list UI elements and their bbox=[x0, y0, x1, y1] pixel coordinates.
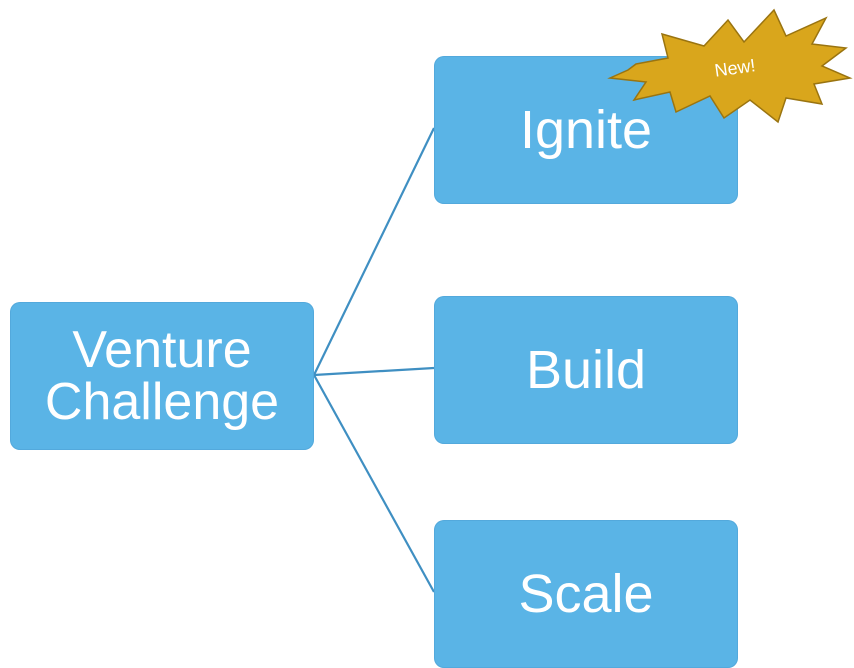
build-label: Build bbox=[525, 340, 647, 400]
venture-challenge-node: Venture Challenge bbox=[10, 302, 314, 450]
connector-ignite bbox=[313, 127, 435, 376]
build-node: Build bbox=[434, 296, 738, 444]
ignite-node: Ignite bbox=[434, 56, 738, 204]
scale-label: Scale bbox=[518, 564, 654, 624]
scale-node: Scale bbox=[434, 520, 738, 668]
connector-scale bbox=[313, 374, 435, 593]
venture-challenge-label: Venture Challenge bbox=[44, 321, 280, 431]
ignite-label: Ignite bbox=[519, 100, 653, 160]
connector-build bbox=[313, 366, 435, 377]
